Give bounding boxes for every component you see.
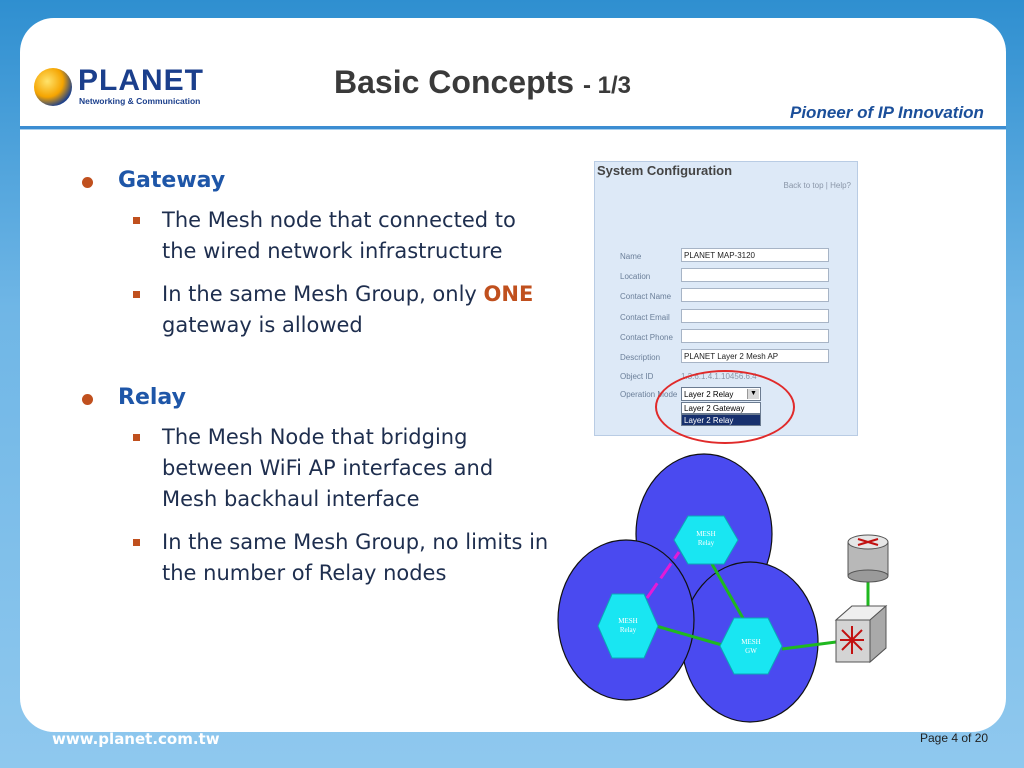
wifi-link — [645, 551, 681, 599]
relay-point-1-text: The Mesh Node that bridging between WiFi… — [162, 425, 494, 511]
description-label: Description — [620, 353, 661, 362]
relay-heading: Relay — [118, 385, 186, 410]
switch-icon — [834, 604, 888, 664]
location-field[interactable] — [681, 268, 829, 282]
gw-line2: GW — [745, 647, 757, 655]
gateway-point-2-post: gateway is allowed — [162, 313, 363, 337]
location-label: Location — [620, 272, 651, 281]
gw-line1: MESH — [741, 638, 760, 646]
contact-name-label: Contact Name — [620, 292, 672, 301]
object-id-label: Object ID — [620, 372, 654, 381]
page-number: Page 4 of 20 — [920, 731, 989, 745]
help-link[interactable]: Help? — [830, 181, 851, 190]
bullet-dot-icon — [82, 394, 93, 405]
bullet-square-icon — [133, 434, 140, 441]
bullet-gateway: Gateway — [80, 168, 550, 193]
system-configuration-panel: System Configuration Back to top | Help?… — [594, 161, 858, 444]
name-label: Name — [620, 252, 642, 261]
slide-title: Basic Concepts - 1/3 — [334, 64, 631, 101]
name-field[interactable]: PLANET MAP-3120 — [681, 248, 829, 262]
contact-email-label: Contact Email — [620, 313, 670, 322]
description-field[interactable]: PLANET Layer 2 Mesh AP — [681, 349, 829, 363]
planet-logo: PLANET Networking & Communication — [34, 64, 214, 110]
bullet-square-icon — [133, 217, 140, 224]
footer-url[interactable]: www.planet.com.tw — [52, 730, 220, 748]
highlight-circle — [655, 370, 795, 444]
contact-phone-label: Contact Phone — [620, 333, 673, 342]
relay-top-line2: Relay — [698, 539, 715, 547]
logo-name: PLANET — [78, 64, 204, 97]
gateway-heading: Gateway — [118, 168, 226, 193]
bullet-square-icon — [133, 291, 140, 298]
operation-mode-label: Operation Mode — [620, 390, 678, 399]
relay-top-line1: MESH — [696, 530, 715, 538]
header-divider — [20, 126, 1006, 129]
relay-left-line2: Relay — [620, 626, 637, 634]
title-text: Basic Concepts — [334, 64, 575, 100]
gateway-point-1-text: The Mesh node that connected to the wire… — [162, 208, 516, 263]
router-icon — [847, 534, 889, 583]
contact-phone-field[interactable] — [681, 329, 829, 343]
contact-name-field[interactable] — [681, 288, 829, 302]
mesh-link-relay-gw — [710, 563, 746, 621]
panel-links: Back to top | Help? — [784, 181, 851, 190]
gateway-point-2-pre: In the same Mesh Group, only — [162, 282, 477, 306]
contact-email-field[interactable] — [681, 309, 829, 323]
mesh-node-gateway — [719, 617, 783, 675]
bullet-dot-icon — [82, 177, 93, 188]
back-to-top-link[interactable]: Back to top — [783, 181, 824, 190]
relay-point-2-text: In the same Mesh Group, no limits in the… — [162, 530, 549, 585]
header-divider-light — [20, 129, 1006, 130]
relay-point-2: In the same Mesh Group, no limits in the… — [80, 527, 550, 589]
relay-point-1: The Mesh Node that bridging between WiFi… — [80, 422, 550, 515]
wired-link-gw-switch — [781, 640, 837, 651]
mesh-link-left-gw — [655, 624, 723, 647]
title-suffix: - 1/3 — [582, 72, 631, 99]
gateway-point-1: The Mesh node that connected to the wire… — [80, 205, 550, 267]
gateway-point-2-emphasis: ONE — [483, 282, 534, 306]
gateway-point-2: In the same Mesh Group, only ONE gateway… — [80, 279, 550, 341]
mesh-topology: MESH Relay MESH Relay MESH GW — [557, 453, 889, 723]
bullet-square-icon — [133, 539, 140, 546]
globe-icon — [34, 68, 72, 106]
tagline: Pioneer of IP Innovation — [790, 103, 984, 122]
mesh-node-relay-top — [673, 515, 739, 565]
relay-left-line1: MESH — [618, 617, 637, 625]
link-separator: | — [825, 181, 828, 190]
logo-subtitle: Networking & Communication — [79, 96, 201, 106]
bullet-list: Gateway The Mesh node that connected to … — [80, 168, 550, 601]
system-configuration-title: System Configuration — [597, 163, 733, 178]
mesh-diagram: MESH Relay MESH Relay MESH GW — [556, 452, 916, 728]
mesh-node-relay-left — [597, 593, 659, 659]
bullet-relay: Relay — [80, 385, 550, 410]
